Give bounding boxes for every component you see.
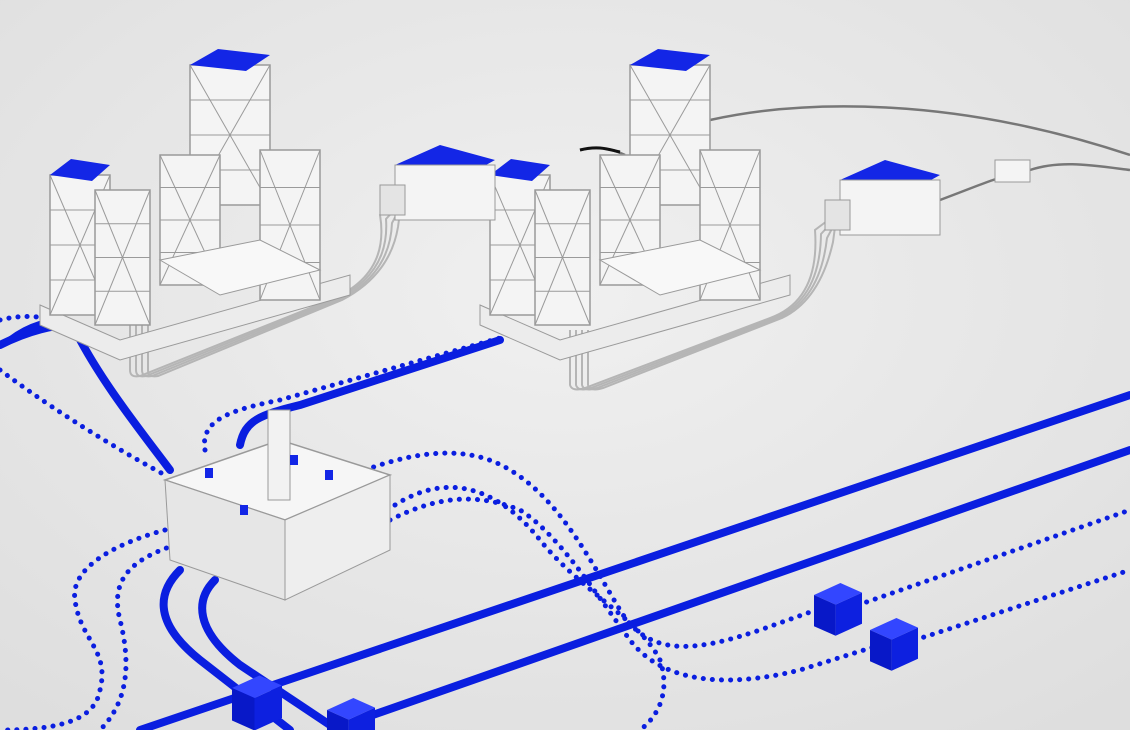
inline-tee-3-front	[814, 595, 836, 636]
manifold-blue-marker	[325, 470, 333, 480]
inline-tee-4-top	[870, 618, 918, 640]
jumper-line	[587, 226, 836, 391]
umbilical-east-2	[912, 567, 1130, 643]
subsea-distribution-unit	[994, 159, 1031, 183]
manifold-blue-marker	[290, 455, 298, 465]
inline-tee-3-side	[835, 592, 862, 636]
frame-brace	[534, 189, 591, 326]
manifold-flowline-2	[198, 576, 334, 729]
drilling-rig-2-base-frame	[479, 274, 791, 361]
umbilical-east-1	[855, 507, 1130, 608]
power-cables	[579, 105, 1130, 202]
blue-roof-panel	[490, 159, 550, 181]
umbilical-to-manifold	[0, 367, 168, 478]
blue-roof-panel	[50, 159, 110, 181]
inline-tee-modules	[232, 583, 918, 730]
inline-tee-2-front	[327, 710, 349, 730]
jumper-line	[147, 211, 401, 378]
jumper-line	[569, 214, 836, 391]
inline-tee-3-top	[814, 583, 862, 605]
manifold-riser-column	[267, 409, 291, 501]
power-cable	[709, 105, 1130, 157]
umbilical-to-utu-1	[362, 450, 833, 649]
export-flowline-1	[136, 391, 1130, 730]
flowline-to-drill-center-2	[236, 336, 504, 449]
inline-tee-4-front	[870, 630, 892, 671]
inline-tee-2-top	[327, 698, 375, 720]
control-module-1-valve-block	[379, 184, 406, 216]
umbilical-loop-right	[392, 484, 667, 730]
jumper-line	[575, 218, 836, 391]
inline-tee-1-front	[232, 688, 255, 730]
frame-brace	[94, 189, 151, 326]
drilling-rig-1-drill-floor	[158, 239, 322, 296]
control-module-1-frame	[394, 164, 496, 221]
flowline-to-manifold	[71, 326, 174, 474]
blue-roof-panel	[630, 49, 710, 71]
drilling-rig-1-base-frame	[39, 274, 351, 361]
control-module-2-frame	[839, 179, 941, 236]
control-module-2-valve-block	[824, 199, 851, 231]
umbilical-lines	[0, 314, 1130, 730]
jumper-line	[141, 207, 401, 378]
inline-tee-1-side	[254, 685, 282, 730]
drilling-rig-2-drill-floor	[598, 239, 762, 296]
manifold-side-face	[284, 474, 391, 601]
inline-tee-1-top	[232, 675, 282, 698]
manifold-blue-marker	[240, 505, 248, 515]
inline-tee-4-side	[891, 627, 918, 671]
inline-tee-2-side	[348, 707, 375, 730]
manifold-flowline-1	[159, 566, 294, 730]
jumper-line	[581, 222, 836, 391]
flowlines	[0, 318, 1130, 730]
blue-roof-panel	[190, 49, 270, 71]
umbilical-loop-left	[0, 527, 168, 730]
export-flowline-2	[366, 446, 1130, 720]
umbilical-to-utu-2	[387, 496, 883, 683]
subsea-structures	[39, 49, 1031, 601]
umbilical-loop-left-2	[97, 542, 178, 730]
umbilical-to-drill-center-2	[201, 335, 503, 453]
power-cable	[1029, 163, 1130, 172]
black-cable	[579, 146, 621, 154]
manifold-blue-marker	[205, 468, 213, 478]
